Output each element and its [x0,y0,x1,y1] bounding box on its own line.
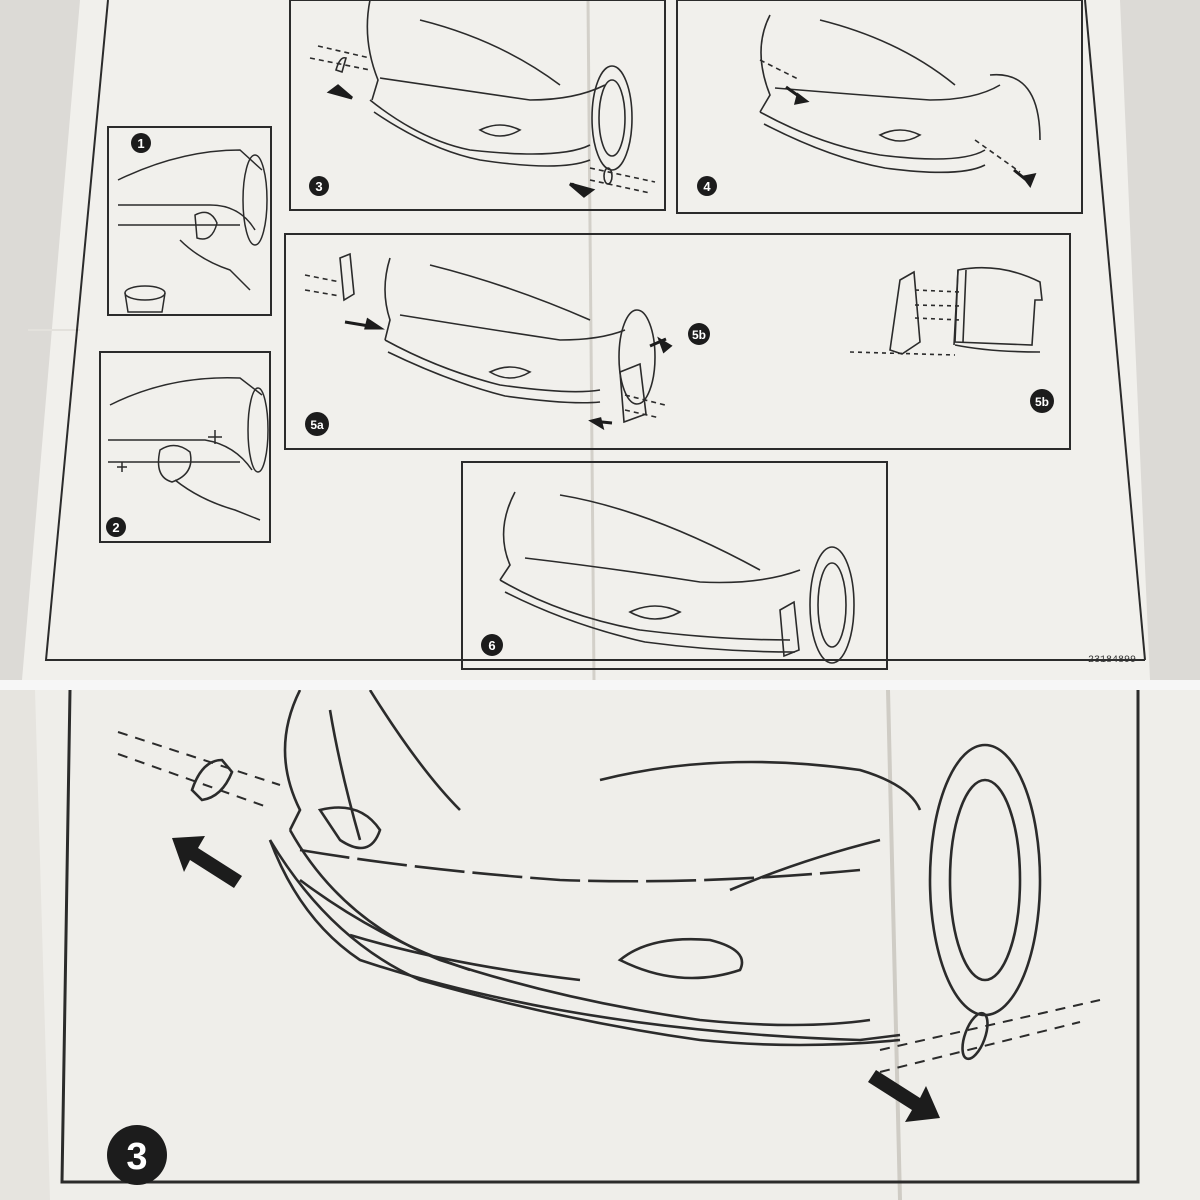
paper-fold [886,690,902,1200]
step-badge-label: 2 [112,520,119,535]
part-number: 23184899 [1088,655,1136,666]
remove-arrow-left [172,836,242,888]
sheet-border [44,0,1145,661]
callout-badge [688,323,710,345]
step-badge-label: 5b [1035,395,1049,409]
step-badge [1030,389,1054,413]
finished-car-illustration [499,491,855,664]
step-3-panel: 3 [289,0,666,211]
step-5a-panel: 5b 5a [284,233,1071,450]
instruction-sheet: 1 2 [22,0,1150,680]
step-badge-label: 4 [703,179,711,194]
step-1-panel: 1 [107,126,272,316]
polishing-cloth-illustration [108,376,269,521]
paper-sheet [35,690,1200,1200]
step-badge-label: 3 [126,1136,147,1178]
panel-border [60,690,1140,1184]
callout-badge-label: 5b [692,328,706,342]
step-badge [309,176,329,196]
step-badge [305,412,329,436]
fin-detail-illustration [849,266,1043,356]
step-badge [106,517,126,537]
step-badge-label: 3 [315,179,322,194]
step-badge [697,176,717,196]
step-badge [107,1125,167,1185]
step-badge-label: 5a [310,418,324,432]
step-2-panel: 2 [99,351,271,543]
side-fin-install-illustration [304,252,666,424]
instruction-sheet-photo: 1 2 [0,0,1200,680]
step-badge-label: 1 [137,136,144,151]
spoiler-removal-illustration [309,0,656,194]
spoiler-removal-closeup-illustration [117,690,1101,1073]
washing-bucket-illustration [117,149,268,313]
step-badge [131,133,151,153]
spoiler-install-illustration [759,14,1041,174]
step-3-closeup: 3 [0,690,1200,1200]
photo-divider [0,680,1200,690]
step-4-panel: 4 [676,0,1083,214]
remove-arrow-right [868,1070,940,1122]
step-badge [481,634,503,656]
step-6-panel: 6 [461,461,888,670]
step-3-closeup-photo: 3 [0,690,1200,1200]
paper-sheet [22,0,1150,680]
step-5b-detail: 5b [849,266,1054,413]
step-badge-label: 6 [488,638,495,653]
